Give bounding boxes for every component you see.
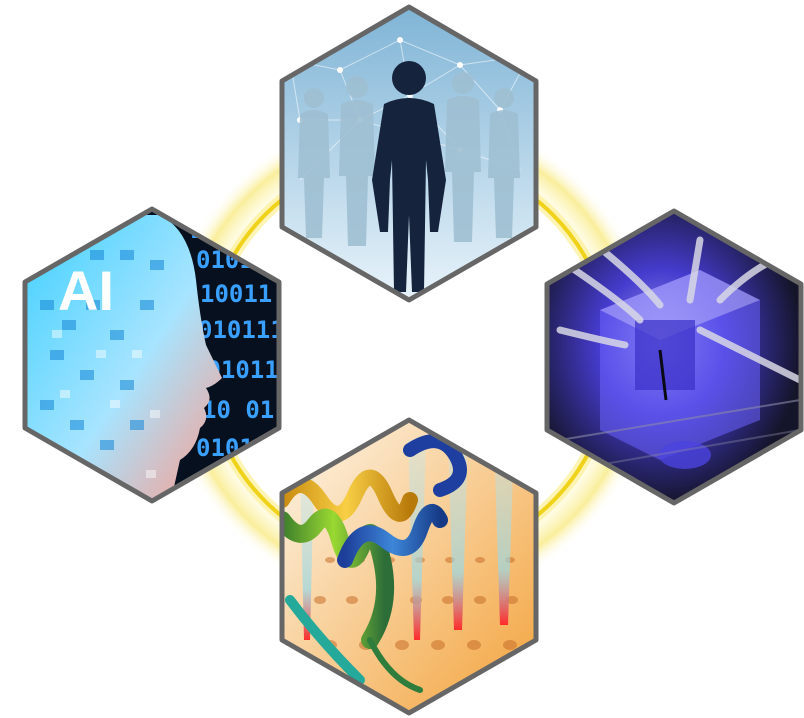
- ai-face-icon: [25, 215, 222, 501]
- chip-panel: [544, 208, 804, 506]
- human-panel: [279, 4, 539, 303]
- svg-text:10011: 10011: [200, 280, 272, 308]
- svg-text:10 01: 10 01: [202, 396, 274, 424]
- svg-text:010111: 010111: [198, 316, 285, 344]
- ai-panel: 10 01 01011 10011 010111 0010110 10 01 0…: [22, 206, 285, 504]
- protein-panel: [279, 417, 539, 716]
- background-silhouettes: [298, 72, 520, 246]
- ai-label: AI: [58, 259, 114, 322]
- pipette-tips: [300, 440, 514, 640]
- protein-helix-icon: [282, 434, 467, 693]
- human-silhouette-icon: [372, 61, 446, 292]
- microfluidic-chip-icon: [556, 236, 801, 471]
